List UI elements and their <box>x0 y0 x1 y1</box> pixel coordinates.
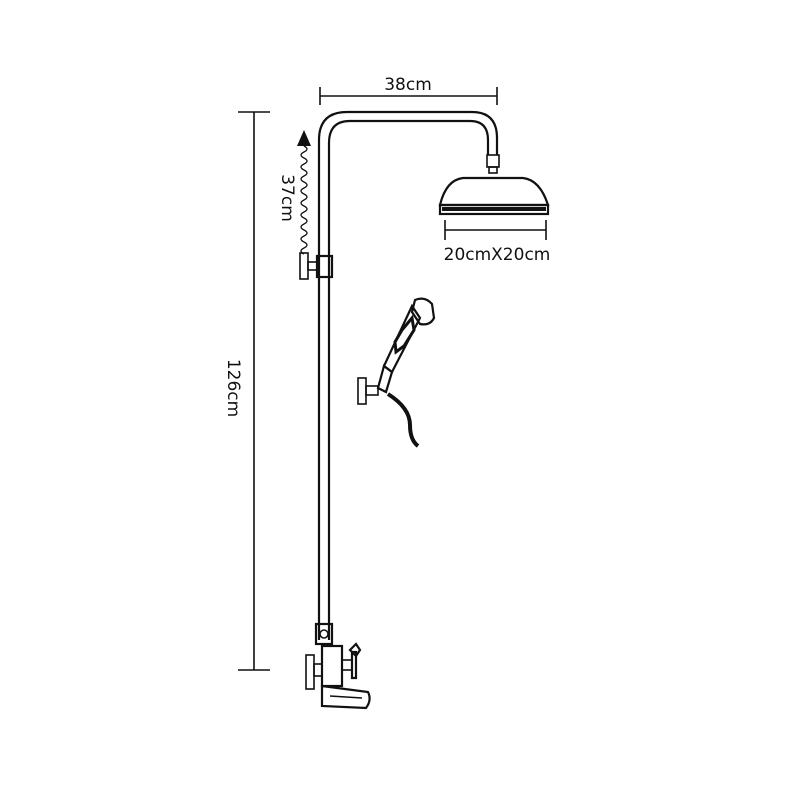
upper-wall-bracket <box>299 252 334 280</box>
slide-arrow-icon <box>297 130 311 146</box>
riser-pipe <box>317 110 499 640</box>
mixer-valve <box>305 622 362 690</box>
shower-head <box>438 154 550 216</box>
bath-spout <box>320 684 371 710</box>
slide-range-dimension: 37cm <box>277 130 311 255</box>
head-size-label: 20cmX20cm <box>444 245 551 265</box>
slide-range-label: 37cm <box>277 174 297 222</box>
height-dimension: 126cm <box>223 111 270 671</box>
head-size-dimension: 20cmX20cm <box>444 220 551 265</box>
width-dimension: 38cm <box>319 75 498 105</box>
height-label: 126cm <box>223 359 243 417</box>
width-label: 38cm <box>384 75 432 95</box>
hand-shower <box>357 297 436 448</box>
